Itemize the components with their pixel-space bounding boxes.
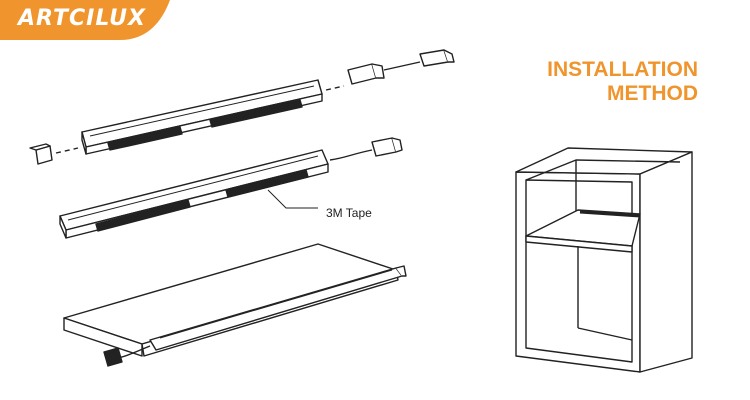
logo-text: ARTCILUX <box>18 6 146 31</box>
brand-logo: ARTCILUX <box>0 0 170 40</box>
shelf-with-strip <box>63 243 407 367</box>
cabinet-illustration <box>515 147 693 373</box>
light-strip-with-tape <box>59 137 403 239</box>
tape-callout-label: 3M Tape <box>326 206 372 220</box>
title-line-2: METHOD <box>607 82 698 105</box>
page-title: INSTALLATION METHOD <box>547 58 698 106</box>
exploded-light-strip <box>29 49 455 165</box>
logo-tab-shape <box>0 0 170 40</box>
title-line-1: INSTALLATION <box>547 58 698 81</box>
